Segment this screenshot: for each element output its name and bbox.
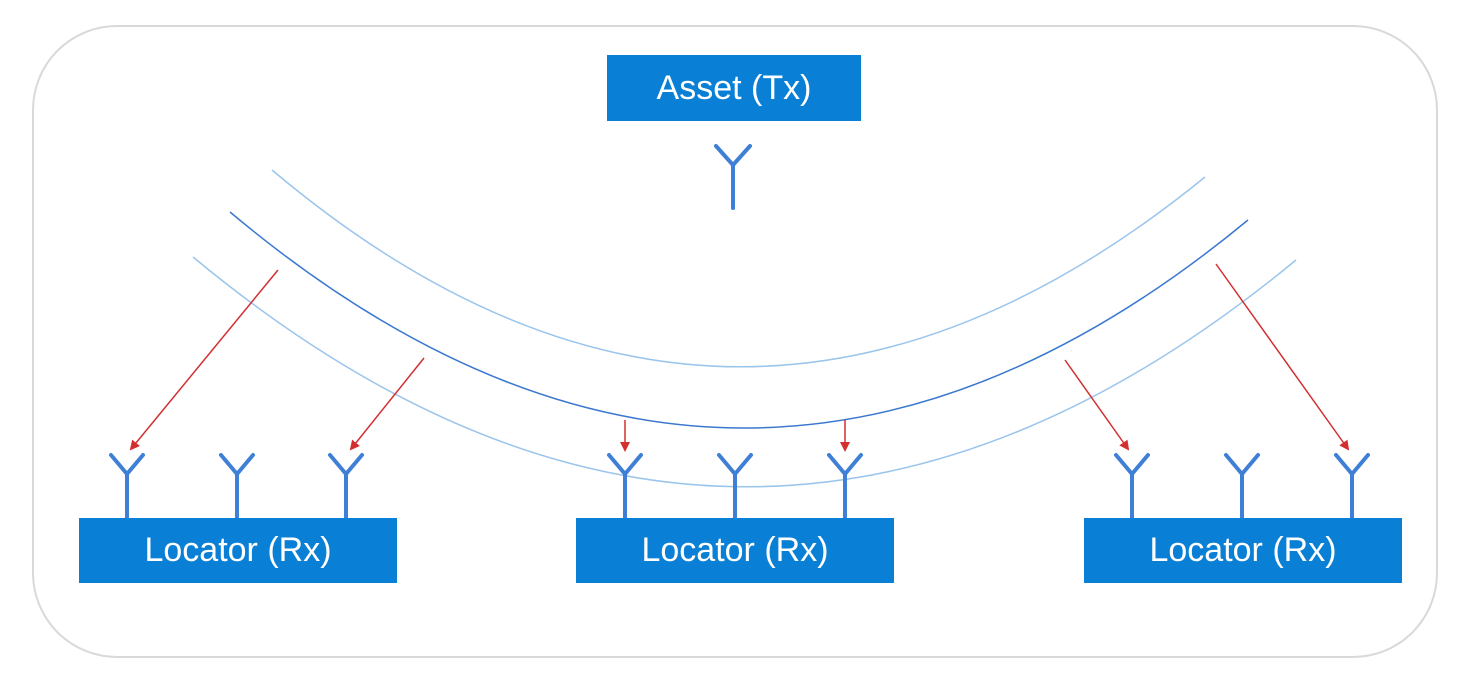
- locator-1-antennas: [109, 453, 364, 520]
- arrow-icon: [129, 269, 279, 451]
- arrows: [129, 263, 1350, 452]
- wavefronts: [192, 169, 1297, 488]
- arrow-icon: [1064, 359, 1130, 451]
- locator-label: Locator (Rx): [1149, 531, 1337, 569]
- locator-box: Locator (Rx): [79, 518, 397, 583]
- antenna-icon: [1334, 453, 1370, 520]
- antenna-icon: [1114, 453, 1150, 520]
- locator-box: Locator (Rx): [1084, 518, 1402, 583]
- locator-label: Locator (Rx): [144, 531, 332, 569]
- asset-label: Asset (Tx): [656, 68, 812, 107]
- locator-2-antennas: [607, 453, 863, 520]
- asset-antenna-icon: [714, 144, 752, 210]
- antenna-icon: [219, 453, 255, 520]
- locator-box: Locator (Rx): [576, 518, 894, 583]
- arrow-icon: [349, 357, 425, 451]
- locator-3-antennas: [1114, 453, 1370, 520]
- asset-box: Asset (Tx): [607, 55, 861, 121]
- locator-label: Locator (Rx): [641, 531, 829, 569]
- antenna-icon: [1224, 453, 1260, 520]
- antenna-icon: [328, 453, 364, 520]
- wavefront-outer: [192, 256, 1297, 488]
- wavefront-main: [229, 211, 1249, 429]
- antenna-icon: [827, 453, 863, 520]
- antenna-icon: [109, 453, 145, 520]
- antenna-icon: [607, 453, 643, 520]
- wavefront-inner: [271, 169, 1206, 368]
- arrow-icon: [1215, 263, 1350, 451]
- antenna-icon: [717, 453, 753, 520]
